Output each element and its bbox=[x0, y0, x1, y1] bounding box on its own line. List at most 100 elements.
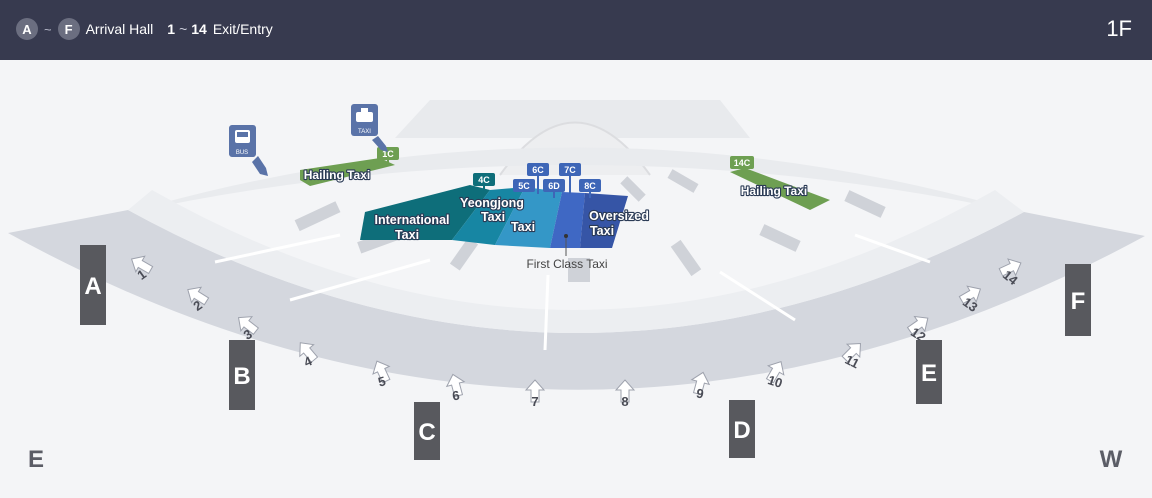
divider-lines bbox=[214, 233, 931, 351]
gate-block-f bbox=[1065, 264, 1091, 336]
crosswalks bbox=[294, 169, 886, 282]
exit-arrow-5 bbox=[372, 360, 391, 384]
bus-icon-label: BUS bbox=[236, 150, 248, 156]
bus-icon: BUS bbox=[229, 125, 256, 157]
gate-label-a: A bbox=[84, 273, 101, 300]
hailing-taxi-left-label: Hailing Taxi bbox=[304, 168, 370, 182]
stop-box bbox=[513, 179, 535, 192]
exit-arrow-2 bbox=[187, 286, 210, 306]
first-class-taxi-zone bbox=[550, 192, 585, 248]
gate-label-f: F bbox=[1071, 288, 1086, 315]
exit-entry-label: Exit/Entry bbox=[212, 21, 273, 37]
exit-arrow-7 bbox=[524, 379, 546, 403]
stop-7c: 7C bbox=[559, 163, 581, 194]
stop-5c-label: 5C bbox=[518, 181, 530, 191]
hailing-taxi-right-zone bbox=[730, 168, 830, 210]
exit-number-6: 6 bbox=[451, 388, 460, 404]
gate-block-e bbox=[916, 340, 942, 404]
divider-line bbox=[854, 233, 931, 264]
gate-label-b: B bbox=[233, 363, 250, 390]
stop-box bbox=[730, 156, 754, 169]
stop-1c-label: 1C bbox=[382, 149, 394, 159]
exit-arrow-14 bbox=[998, 258, 1022, 277]
gate-block-d bbox=[729, 400, 755, 458]
exit-range-start: 1 bbox=[167, 21, 176, 37]
stop-box bbox=[543, 179, 565, 192]
exit-number-7: 7 bbox=[531, 394, 538, 409]
stop-box bbox=[527, 163, 549, 176]
crosswalk bbox=[667, 169, 699, 193]
crosswalk bbox=[294, 201, 341, 232]
taxi-icon: TAXI bbox=[351, 104, 378, 136]
taxi-icon-body bbox=[356, 112, 373, 122]
stop-14c: 14C bbox=[730, 156, 754, 175]
crosswalk bbox=[844, 190, 886, 218]
hailing-taxi-left-zone bbox=[300, 158, 395, 186]
exit-arrow-12 bbox=[906, 315, 929, 335]
oversized-label-1: Oversized bbox=[589, 209, 649, 223]
curb-area bbox=[128, 190, 1024, 334]
stop-6c-label: 6C bbox=[532, 165, 544, 175]
crosswalk bbox=[568, 258, 590, 282]
divider-line bbox=[214, 233, 341, 264]
exit-number-5: 5 bbox=[376, 373, 387, 389]
legend-tilde: ~ bbox=[44, 21, 52, 37]
crosswalk bbox=[620, 176, 646, 202]
crosswalk bbox=[449, 237, 479, 271]
taxi-icon-roof bbox=[361, 108, 368, 112]
gate-a-badge: A bbox=[16, 18, 38, 40]
legend: A ~ F Arrival Hall 1~14 Exit/Entry bbox=[16, 16, 273, 42]
gate-label-d: D bbox=[733, 417, 750, 444]
exit-range: 1~14 bbox=[167, 21, 207, 37]
international-label-1: International bbox=[374, 213, 449, 227]
stop-box bbox=[559, 163, 581, 176]
exit-number-10: 10 bbox=[766, 372, 784, 391]
crosswalk bbox=[670, 239, 702, 277]
arrival-hall-label: Arrival Hall bbox=[85, 21, 154, 37]
oversized-label-2: Taxi bbox=[590, 224, 614, 238]
exit-number-12: 12 bbox=[908, 324, 928, 344]
yeongjong-label-2: Taxi bbox=[481, 210, 505, 224]
stop-8c-label: 8C bbox=[584, 181, 596, 191]
stop-6c: 6C bbox=[527, 163, 549, 194]
hailing-taxi-right-label: Hailing Taxi bbox=[741, 184, 807, 198]
stop-box bbox=[579, 179, 601, 192]
exit-number-11: 11 bbox=[843, 352, 862, 372]
international-taxi-zone bbox=[360, 185, 490, 240]
exit-arrow-9 bbox=[690, 371, 711, 396]
yeongjong-taxi-zone bbox=[452, 187, 525, 245]
international-label-2: Taxi bbox=[395, 228, 419, 242]
exit-arrows bbox=[130, 255, 1022, 403]
taxi-label: Taxi bbox=[511, 220, 535, 234]
taxi-zone bbox=[495, 187, 562, 248]
compass-east: E bbox=[28, 446, 44, 473]
crosswalk bbox=[759, 224, 801, 252]
first-class-dot bbox=[564, 234, 568, 238]
compass-west: W bbox=[1100, 446, 1123, 473]
stop-box bbox=[473, 173, 495, 186]
stop-4c-label: 4C bbox=[478, 175, 490, 185]
bus-arrow bbox=[252, 156, 268, 176]
exit-range-tilde: ~ bbox=[179, 21, 188, 37]
gate-label-e: E bbox=[921, 360, 937, 387]
exit-arrow-6 bbox=[445, 373, 466, 398]
divider-line bbox=[719, 270, 796, 322]
exit-arrow-13 bbox=[958, 285, 982, 305]
exit-range-end: 14 bbox=[191, 21, 207, 37]
stop-8c: 8C bbox=[579, 179, 601, 198]
bus-icon-window bbox=[237, 132, 248, 137]
divider-line bbox=[289, 258, 431, 302]
stop-7c-label: 7C bbox=[564, 165, 576, 175]
exit-number-9: 9 bbox=[695, 386, 704, 402]
exit-arrow-10 bbox=[765, 360, 785, 384]
exit-arrow-3 bbox=[237, 316, 260, 336]
stop-14c-label: 14C bbox=[734, 158, 751, 168]
top-bar: A ~ F Arrival Hall 1~14 Exit/Entry 1F bbox=[0, 0, 1152, 60]
first-class-taxi-label: First Class Taxi bbox=[526, 257, 607, 271]
stop-6d-label: 6D bbox=[548, 181, 560, 191]
gate-block-a bbox=[80, 245, 106, 325]
exit-arrow-1 bbox=[130, 255, 154, 275]
arrival-map: 1C 4C 5C 6C 6D 7C 8C 14C Hailing Taxi Ha… bbox=[0, 60, 1152, 498]
gate-block-c bbox=[414, 402, 440, 460]
